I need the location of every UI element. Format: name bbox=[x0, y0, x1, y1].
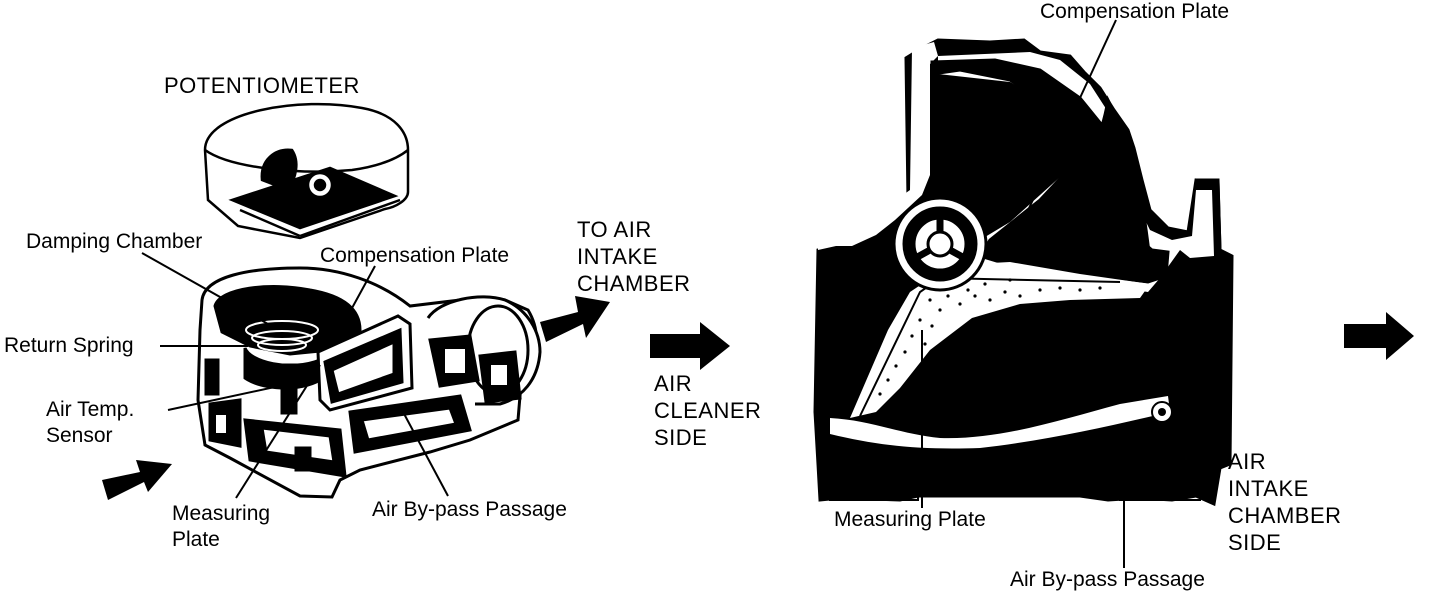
cross-section-drawing bbox=[813, 38, 1234, 507]
potentiometer-drawing bbox=[203, 102, 410, 240]
air-intake-chamber-side-line4: SIDE bbox=[1228, 530, 1282, 555]
air-intake-chamber-side-line1: AIR bbox=[1228, 449, 1267, 474]
potentiometer-label: POTENTIOMETER bbox=[164, 73, 360, 98]
return-spring-label: Return Spring bbox=[4, 334, 134, 357]
intake-arrow-left-bottom bbox=[102, 460, 172, 500]
compensation-plate-label-left: Compensation Plate bbox=[320, 244, 510, 267]
air-intake-chamber-side-line3: CHAMBER bbox=[1228, 503, 1342, 528]
air-cleaner-side-line2: CLEANER bbox=[654, 398, 762, 423]
air-temp-sensor-label-line1: Air Temp. bbox=[46, 398, 135, 421]
compensation-plate-label-right: Compensation Plate bbox=[1040, 0, 1230, 23]
air-temp-sensor-label-line2: Sensor bbox=[46, 424, 113, 447]
air-intake-chamber-side-line2: INTAKE bbox=[1228, 476, 1309, 501]
inlet-arrow-center bbox=[650, 322, 730, 370]
measuring-plate-label-left-line1: Measuring bbox=[172, 502, 271, 525]
air-bypass-passage-label-left: Air By-pass Passage bbox=[372, 498, 567, 521]
air-bypass-passage-label-right: Air By-pass Passage bbox=[1010, 568, 1205, 591]
air-cleaner-side-line1: AIR bbox=[654, 371, 693, 396]
left-leader-lines bbox=[141, 252, 449, 499]
meter-body-drawing bbox=[196, 266, 542, 499]
outlet-arrow-right bbox=[1344, 312, 1414, 360]
to-air-intake-chamber-line2: INTAKE bbox=[577, 244, 658, 269]
outlet-arrow-left-top bbox=[540, 296, 610, 342]
measuring-plate-label-left-line2: Plate bbox=[172, 528, 220, 551]
to-air-intake-chamber-line1: TO AIR bbox=[577, 217, 652, 242]
damping-chamber-label: Damping Chamber bbox=[26, 230, 203, 253]
air-cleaner-side-line3: SIDE bbox=[654, 425, 708, 450]
to-air-intake-chamber-line3: CHAMBER bbox=[577, 271, 691, 296]
right-leader-lines bbox=[921, 19, 1125, 568]
measuring-plate-label-right: Measuring Plate bbox=[834, 508, 986, 531]
